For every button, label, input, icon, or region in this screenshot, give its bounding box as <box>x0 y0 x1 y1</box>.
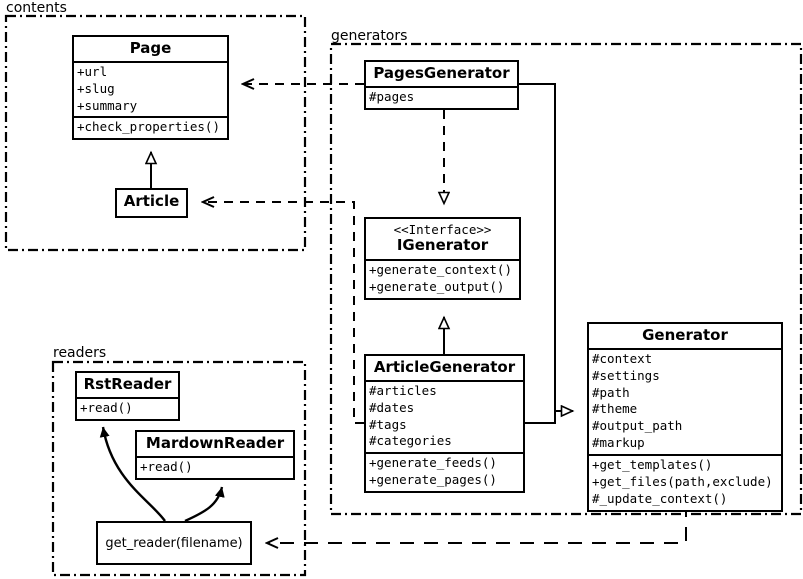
class-box-generator[interactable]: Generator #context #settings #path #them… <box>587 322 783 512</box>
attribute-item: #markup <box>592 435 645 451</box>
attribute-item: #categories <box>369 433 452 449</box>
class-box-page[interactable]: Page +url +slug +summary +check_properti… <box>72 35 229 141</box>
package-frame-readers <box>51 360 307 577</box>
edge-articlegenerator-to-article <box>203 202 364 424</box>
method-item: +generate_pages() <box>369 472 497 488</box>
method-item: +read() <box>140 458 193 474</box>
attribute-item: #articles <box>369 382 437 398</box>
function-label-get-reader: get_reader(filename) <box>105 535 243 551</box>
package-label-readers: readers <box>53 345 107 361</box>
class-title-pages-generator: PagesGenerator <box>373 64 510 82</box>
edge-articlegenerator-to-generator <box>525 411 556 424</box>
attribute-item: #settings <box>592 367 660 383</box>
method-item: +get_templates() <box>592 457 713 472</box>
class-stereotype-igenerator: <<Interface>> <box>393 222 492 237</box>
class-title-page: Page <box>129 39 172 57</box>
package-frame-contents <box>4 14 307 252</box>
package-frame-generators <box>329 42 803 516</box>
method-item: +read() <box>80 399 133 415</box>
attribute-item: #path <box>592 384 630 400</box>
method-item: +get_files(path,exclude) <box>592 473 773 489</box>
class-title-generator: Generator <box>642 326 728 344</box>
class-methods-rst-reader: +read() <box>77 396 178 419</box>
class-box-pages-generator[interactable]: PagesGenerator #pages <box>364 60 519 110</box>
function-box-get-reader[interactable]: get_reader(filename) <box>96 521 252 565</box>
method-item: +generate_context() <box>369 261 512 277</box>
attribute-item: +url <box>77 63 108 79</box>
class-methods-igenerator: +generate_context() +generate_output() <box>366 258 519 298</box>
class-methods-article-generator: +generate_feeds() +generate_pages() <box>366 452 523 491</box>
class-methods-mardown-reader: +read() <box>137 455 293 478</box>
class-methods-page: +check_properties() <box>74 116 227 138</box>
attribute-item: #theme <box>592 401 638 417</box>
class-box-mardown-reader[interactable]: MardownReader +read() <box>135 430 295 480</box>
class-methods-generator: +get_templates() +get_files(path,exclude… <box>589 454 781 510</box>
class-title-mardown-reader: MardownReader <box>145 434 285 452</box>
edge-pagesgenerator-to-generator <box>519 83 573 411</box>
edge-getreader-to-mardownreader <box>184 486 225 523</box>
edge-getreader-to-rstreader <box>99 426 166 522</box>
method-item: +check_properties() <box>77 119 220 135</box>
attribute-item: +summary <box>77 97 138 113</box>
class-attributes-article-generator: #articles #dates #tags #categories <box>366 379 523 453</box>
method-item: +generate_output() <box>369 278 505 294</box>
attribute-item: #pages <box>369 88 415 104</box>
class-attributes-page: +url +slug +summary <box>74 60 227 117</box>
class-title-article-generator: ArticleGenerator <box>373 358 516 376</box>
class-attributes-generator: #context #settings #path #theme #output_… <box>589 347 781 454</box>
class-box-article[interactable]: Article <box>115 188 188 218</box>
class-box-rst-reader[interactable]: RstReader +read() <box>75 371 180 421</box>
package-label-generators: generators <box>331 28 408 44</box>
class-title-article: Article <box>123 192 180 210</box>
attribute-item: #tags <box>369 416 407 432</box>
class-title-rst-reader: RstReader <box>83 375 172 393</box>
attribute-item: #dates <box>369 399 415 415</box>
class-title-igenerator: IGenerator <box>396 236 489 254</box>
attribute-item: #output_path <box>592 418 683 434</box>
class-box-article-generator[interactable]: ArticleGenerator #articles #dates #tags … <box>364 354 525 493</box>
attribute-item: #context <box>592 350 653 366</box>
method-item: +generate_feeds() <box>369 455 497 471</box>
class-attributes-pages-generator: #pages <box>366 85 517 108</box>
package-label-contents: contents <box>6 0 67 16</box>
edge-generator-to-getreader <box>267 503 687 543</box>
class-box-igenerator[interactable]: <<Interface>> IGenerator +generate_conte… <box>364 217 521 300</box>
method-item: #_update_context() <box>592 490 728 506</box>
attribute-item: +slug <box>77 80 115 96</box>
